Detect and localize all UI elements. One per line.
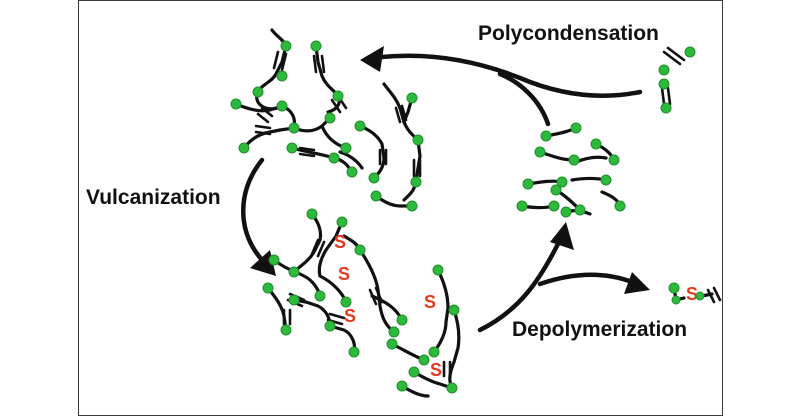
end-group-dots-monomers — [516, 122, 626, 218]
sulfur-label: S — [338, 264, 350, 284]
arrow-vulcanization — [241, 157, 276, 276]
sulfur-label: S — [344, 306, 356, 326]
monomer-cluster — [516, 122, 626, 218]
polycondensation-label: Polycondensation — [478, 22, 659, 45]
vulcanization-label: Vulcanization — [86, 186, 221, 209]
arrow-depolymerization-to-monomers — [477, 222, 574, 333]
sulfur-label: S — [424, 292, 436, 312]
sulfur-label: S — [686, 284, 698, 304]
end-group-dots-cyclic — [668, 282, 705, 305]
arrow-depolymerization-to-cyclic — [537, 272, 650, 294]
end-group-dots-bottom — [262, 208, 460, 394]
end-group-dots-top — [230, 40, 424, 212]
sulfur-crosslinks: S S S S S — [334, 232, 442, 380]
crosslinked-polymer-network — [262, 208, 461, 398]
depolymerization-label: Depolymerization — [512, 318, 688, 341]
arrow-polycondensation — [360, 46, 643, 98]
sulfur-label: S — [430, 360, 442, 380]
sulfur-label: S — [334, 232, 346, 252]
linear-polymer-network — [230, 28, 424, 212]
diene-monomers — [658, 46, 696, 114]
end-group-dots-dienes — [658, 46, 696, 114]
arrow-return-to-polycondensation — [497, 71, 551, 127]
cyclic-disulfide-product: S — [668, 282, 722, 305]
